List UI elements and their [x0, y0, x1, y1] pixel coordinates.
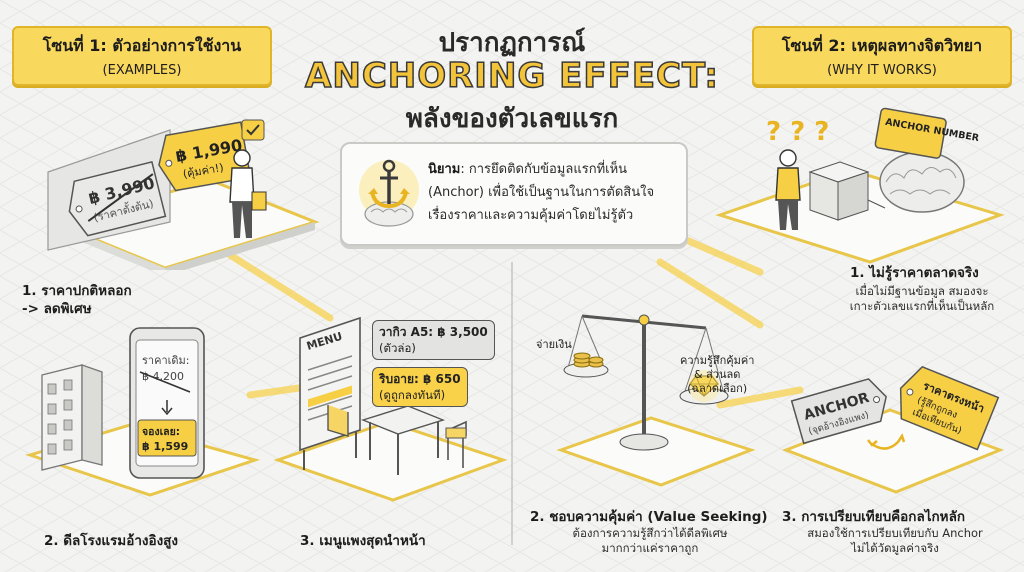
scale-left-label: จ่ายเงิน: [536, 338, 572, 351]
reason-2-desc-line-2: มากกว่าแค่ราคาถูก: [601, 541, 699, 555]
example-2-title: 2. ดีลโรงแรมอ้างอิงสูง: [44, 533, 179, 549]
definition-text: นิยาม: การยึดติดกับข้อมูลแรกที่เห็น (Anc…: [428, 158, 676, 227]
zone-2-header: โซนที่ 2: เหตุผลทางจิตวิทยา (WHY IT WORK…: [752, 26, 1012, 86]
reason-1-title: 1. ไม่รู้ราคาตลาดจริง: [850, 265, 979, 281]
definition-line-3: เรื่องราคาและความคุ้มค่าโดยไม่รู้ตัว: [428, 208, 634, 223]
reason-3-title: 3. การเปรียบเทียบคือกลไกหลัก: [782, 509, 966, 525]
example-1-illustration: ฿ 3,990 (ราคาตั้งต้น) ฿ 1,990 (คุ้มค่า!): [47, 119, 320, 270]
scale-right-label: ความรู้สึกคุ้มค่า & ส่วนลด (ฉลาดเลือก): [680, 354, 754, 396]
example-1-title-line-1: 1. ราคาปกติหลอก: [22, 283, 132, 299]
ribeye-note: (ดูถูกลงทันที): [379, 388, 446, 402]
reason-1-desc-line-2: เกาะตัวเลขแรกที่เห็นเป็นหลัก: [849, 299, 995, 313]
scale-right-line-2: & ส่วนลด: [694, 368, 741, 381]
ribeye-bubble: ริบอาย: ฿ 650 (ดูถูกลงทันที): [372, 367, 468, 407]
question-marks: ? ? ?: [766, 117, 829, 147]
title-line-2: ANCHORING EFFECT:: [304, 55, 719, 97]
title-line-3: พลังของตัวเลขแรก: [405, 104, 619, 134]
phone-new-label: จองเลย:: [142, 426, 180, 438]
scale-right-line-3: (ฉลาดเลือก): [687, 382, 748, 395]
definition-box: นิยาม: การยึดติดกับข้อมูลแรกที่เห็น (Anc…: [340, 142, 688, 246]
reason-3-illustration: ANCHOR (จุดอ้างอิงแพง) ราคาตรงหน้า (รู้ส…: [781, 365, 1004, 494]
reason-3-desc-line-1: สมองใช้การเปรียบเทียบกับ Anchor: [807, 526, 983, 540]
example-2-illustration: ราคาเดิม: ฿ 4,200 จองเลย: ฿ 1,599: [25, 327, 260, 497]
definition-line-1: : การยึดติดกับข้อมูลแรกที่เห็น: [460, 162, 628, 177]
phone-old-price: ฿ 4,200: [142, 370, 184, 383]
reason-2-title: 2. ชอบความคุ้มค่า (Value Seeking): [530, 509, 768, 525]
phone-new-price: ฿ 1,599: [142, 440, 188, 453]
title-line-1: ปรากฏการณ์: [438, 28, 586, 58]
reason-2-illustration: [556, 314, 756, 487]
example-1-title-line-2: -> ลดพิเศษ: [22, 301, 92, 317]
zone-1-title: โซนที่ 1: ตัวอย่างการใช้งาน: [42, 36, 242, 55]
phone-old-label: ราคาเดิม:: [142, 354, 189, 367]
reason-2-desc: ต้องการความรู้สึกว่าได้ดีลพิเศษ มากกว่าแ…: [540, 526, 760, 556]
definition-line-2: (Anchor) เพื่อใช้เป็นฐานในการตัดสินใจ: [428, 185, 655, 200]
reason-1-desc: เมื่อไม่มีฐานข้อมูล สมองจะ เกาะตัวเลขแรก…: [822, 284, 1022, 314]
zone-2-subtitle: (WHY IT WORKS): [827, 63, 937, 78]
anchor-brain-icon: [359, 159, 419, 227]
wagyu-bubble: วากิว A5: ฿ 3,500 (ตัวล่อ): [372, 320, 495, 360]
example-1-title: 1. ราคาปกติหลอก -> ลดพิเศษ: [22, 282, 132, 318]
definition-term: นิยาม: [428, 162, 461, 177]
reason-3-desc-line-2: ไม่ได้วัดมูลค่าจริง: [851, 541, 939, 555]
reason-1-desc-line-1: เมื่อไม่มีฐานข้อมูล สมองจะ: [855, 284, 989, 298]
reason-1-illustration: ? ? ? ANCHOR NUMBER: [715, 107, 1005, 264]
zone-2-title: โซนที่ 2: เหตุผลทางจิตวิทยา: [781, 36, 983, 55]
wagyu-note: (ตัวล่อ): [379, 341, 416, 355]
example-3-illustration: MENU: [273, 316, 508, 502]
zone-1-subtitle: (EXAMPLES): [102, 63, 182, 78]
scale-right-line-1: ความรู้สึกคุ้มค่า: [680, 354, 755, 367]
zone-1-header: โซนที่ 1: ตัวอย่างการใช้งาน (EXAMPLES): [12, 26, 272, 86]
reason-2-desc-line-1: ต้องการความรู้สึกว่าได้ดีลพิเศษ: [572, 526, 728, 540]
wagyu-label: วากิว A5: ฿ 3,500: [379, 325, 488, 339]
example-3-title: 3. เมนูแพงสุดนำหน้า: [300, 533, 426, 549]
reason-3-desc: สมองใช้การเปรียบเทียบกับ Anchor ไม่ได้วั…: [780, 526, 1010, 556]
ribeye-label: ริบอาย: ฿ 650: [379, 372, 461, 386]
